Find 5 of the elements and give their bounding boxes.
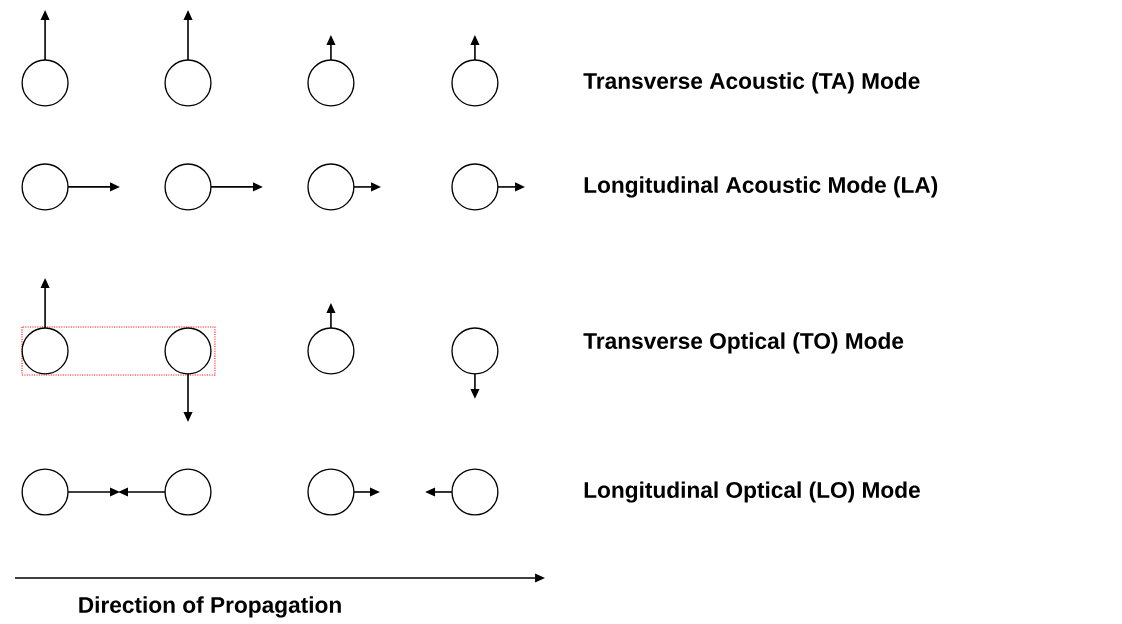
mode-label: Longitudinal Acoustic Mode (LA): [584, 176, 938, 198]
mode-label: Transverse Acoustic (TA) Mode: [583, 72, 920, 94]
mode-label: Longitudinal Optical (LO) Mode: [584, 481, 920, 503]
mode-label: Transverse Optical (TO) Mode: [583, 332, 904, 354]
axis-label: Direction of Propagation: [79, 596, 341, 618]
